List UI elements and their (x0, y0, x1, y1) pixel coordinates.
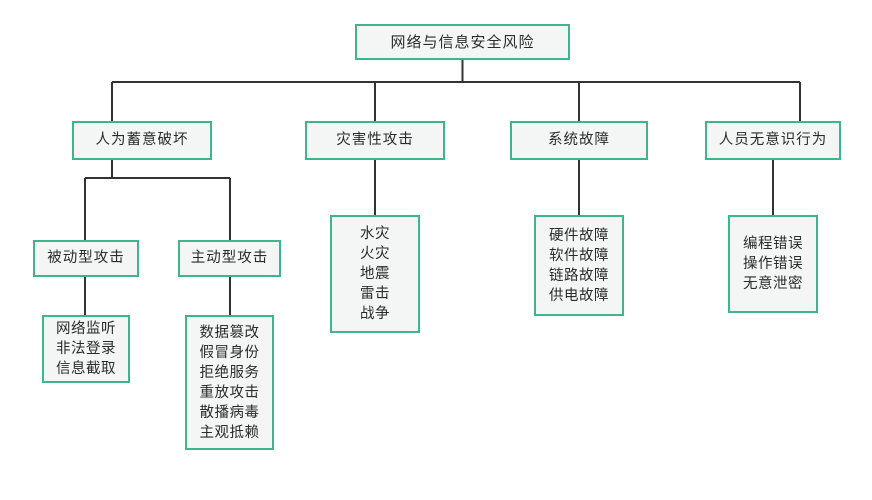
list-item: 数据篡改 (199, 324, 260, 341)
node-category-disaster-attack[interactable]: 灾害性攻击 (305, 121, 445, 160)
node-category-label: 系统故障 (548, 132, 610, 149)
node-subcategory-label: 主动型攻击 (190, 250, 269, 267)
list-item: 假冒身份 (199, 344, 260, 361)
node-items-passive-attack[interactable]: 网络监听 非法登录 信息截取 (42, 315, 130, 383)
list-item: 软件故障 (549, 247, 609, 264)
list-item: 雷击 (360, 286, 390, 302)
node-subcategory-passive-attack[interactable]: 被动型攻击 (33, 240, 139, 277)
node-items-active-attack[interactable]: 数据篡改 假冒身份 拒绝服务 重放攻击 散播病毒 主观抵赖 (185, 315, 274, 450)
list-item: 硬件故障 (549, 227, 609, 244)
node-items-system-failure[interactable]: 硬件故障 软件故障 链路故障 供电故障 (534, 215, 624, 316)
list-item: 网络监听 (56, 321, 116, 337)
list-item: 无意泄密 (743, 276, 803, 292)
list-item: 拒绝服务 (199, 364, 260, 381)
node-subcategory-active-attack[interactable]: 主动型攻击 (178, 240, 281, 277)
node-items-disaster-attack[interactable]: 水灾 火灾 地震 雷击 战争 (330, 215, 420, 333)
node-category-human-sabotage[interactable]: 人为蓄意破坏 (72, 121, 212, 160)
list-item: 供电故障 (549, 287, 609, 304)
list-item: 主观抵赖 (199, 424, 260, 441)
node-category-unintentional-behavior[interactable]: 人员无意识行为 (705, 121, 841, 160)
list-item: 操作错误 (743, 256, 803, 272)
list-item: 非法登录 (56, 341, 116, 357)
list-item: 散播病毒 (199, 404, 260, 421)
node-category-system-failure[interactable]: 系统故障 (510, 121, 648, 160)
list-item: 重放攻击 (199, 384, 260, 401)
node-category-label: 人员无意识行为 (718, 132, 828, 149)
node-subcategory-label: 被动型攻击 (47, 250, 125, 267)
node-root-label: 网络与信息安全风险 (390, 32, 535, 51)
list-item: 信息截取 (56, 361, 116, 377)
node-category-label: 灾害性攻击 (336, 132, 414, 149)
list-item: 水灾 (360, 226, 390, 242)
node-items-unintentional-behavior[interactable]: 编程错误 操作错误 无意泄密 (728, 215, 818, 313)
list-item: 编程错误 (743, 236, 803, 252)
list-item: 火灾 (360, 246, 390, 262)
node-category-label: 人为蓄意破坏 (95, 132, 189, 149)
list-item: 链路故障 (549, 267, 609, 284)
list-item: 地震 (360, 266, 390, 282)
list-item: 战争 (360, 306, 390, 322)
node-root[interactable]: 网络与信息安全风险 (355, 24, 570, 60)
